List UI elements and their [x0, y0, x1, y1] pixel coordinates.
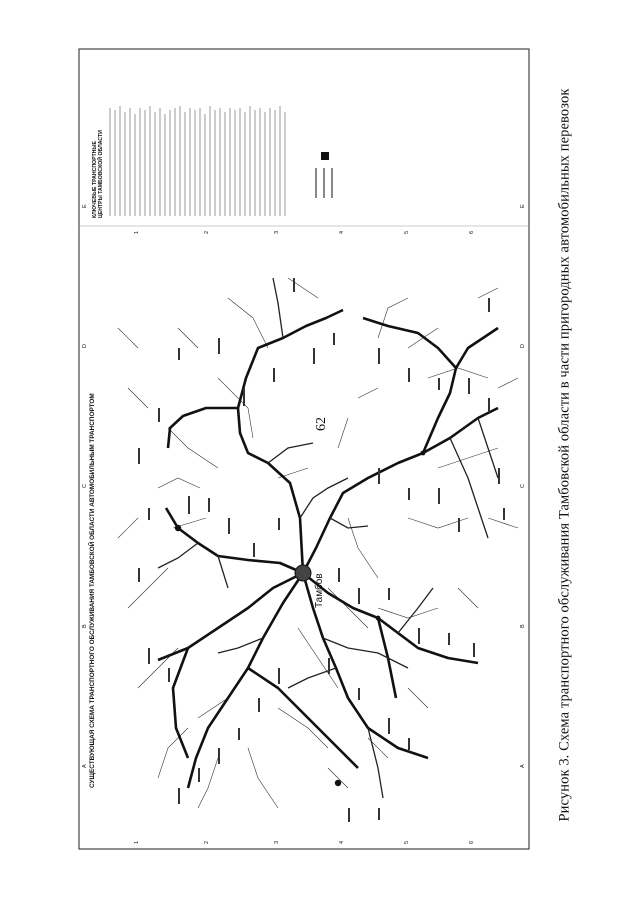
grid-row-label: 5 — [404, 231, 410, 234]
grid-column-label: C — [82, 484, 88, 488]
grid-row-label: 2 — [204, 841, 210, 844]
grid-column-label: A — [520, 764, 526, 768]
grid-column-label: A — [82, 764, 88, 768]
legend-title-line2: ЦЕНТРЫ ТАМБОВСКОЙ ОБЛАСТИ — [96, 130, 104, 218]
grid-row-label: 1 — [134, 231, 140, 234]
map-title: СУЩЕСТВУЮЩАЯ СХЕМА ТРАНСПОРТНОГО ОБСЛУЖИ… — [87, 393, 96, 788]
legend-symbol-square — [321, 152, 329, 160]
grid-row-label: 3 — [274, 841, 280, 844]
grid-column-label: C — [520, 484, 526, 488]
grid-column-label: E — [82, 204, 88, 208]
grid-column-label: D — [520, 344, 526, 348]
grid-row-label: 5 — [404, 841, 410, 844]
legend-entries — [109, 106, 286, 216]
grid-row-label: 4 — [339, 841, 345, 844]
transport-scheme-map: СУЩЕСТВУЮЩАЯ СХЕМА ТРАНСПОРТНОГО ОБСЛУЖИ… — [78, 48, 530, 850]
grid-row-label: 1 — [134, 841, 140, 844]
grid-row-label: 6 — [469, 231, 475, 234]
grid-row-label: 6 — [469, 841, 475, 844]
settlement-labels — [138, 278, 505, 822]
grid-row-label: 2 — [204, 231, 210, 234]
grid-row-label: 4 — [339, 231, 345, 234]
city-marker-southwest — [334, 779, 342, 787]
legend-title-line1: КЛЮЧЕВЫЕ ТРАНСПОРТНЫЕ — [92, 141, 98, 218]
map-frame — [78, 48, 530, 850]
medium-roads — [157, 277, 499, 799]
figure-caption: Рисунок 3. Схема транспортного обслужива… — [556, 88, 573, 822]
grid-column-label: B — [82, 624, 88, 628]
tambov-label: Тамбов — [313, 573, 325, 608]
city-marker-tambov — [294, 564, 312, 582]
grid-column-label: E — [520, 204, 526, 208]
city-marker-east — [420, 450, 426, 456]
grid-column-label: B — [520, 624, 526, 628]
secondary-roads — [117, 277, 519, 809]
main-highways — [157, 308, 499, 789]
city-marker-north — [174, 524, 182, 532]
grid-row-label: 3 — [274, 231, 280, 234]
city-marker-southeast — [375, 615, 381, 621]
grid-column-label: D — [82, 344, 88, 348]
